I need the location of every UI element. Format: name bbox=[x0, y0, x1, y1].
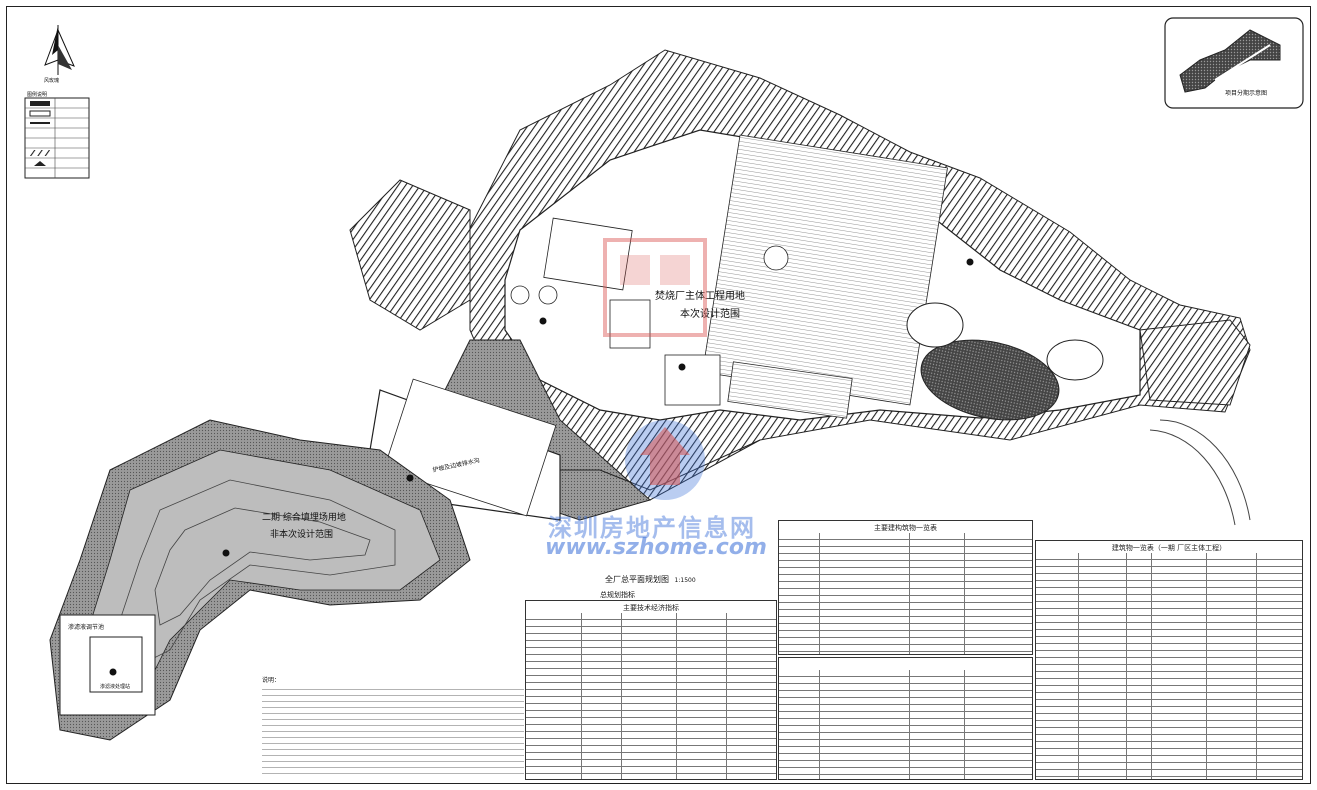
notes-text-block bbox=[262, 684, 524, 774]
structure-table-title: 主要建构筑物一览表 bbox=[874, 524, 937, 532]
legend-title: 图例说明 bbox=[27, 92, 48, 98]
building-table: 建筑物一览表（一期 厂区主体工程） bbox=[1035, 540, 1303, 780]
structure-table-2 bbox=[778, 657, 1033, 780]
north-arrow-icon bbox=[44, 25, 75, 75]
main-table-title: 总规划指标 bbox=[600, 591, 635, 599]
index-table-title: 主要技术经济指标 bbox=[623, 604, 679, 612]
legend-box bbox=[24, 97, 90, 179]
structure-table: 主要建构筑物一览表 bbox=[778, 520, 1033, 655]
notes-title: 说明： bbox=[262, 677, 281, 684]
watermark-blue-logo bbox=[625, 420, 705, 500]
plant-label-2: 本次设计范围 bbox=[680, 309, 740, 320]
store-label: 渗滤液调节池 bbox=[68, 624, 105, 631]
north-label: 风玫瑰 bbox=[44, 78, 60, 84]
drawing-title: 全厂总平面规划图 1:1500 bbox=[605, 574, 696, 585]
drawing-scale: 1:1500 bbox=[674, 577, 696, 584]
drawing-title-text: 全厂总平面规划图 bbox=[605, 575, 669, 584]
index-table: 主要技术经济指标 bbox=[525, 600, 777, 780]
building-table-title: 建筑物一览表（一期 厂区主体工程） bbox=[1111, 544, 1227, 552]
keymap-label: 项目分期示意图 bbox=[1225, 90, 1268, 97]
watermark-cn: 深圳房地产信息网 bbox=[548, 514, 756, 542]
landfill-label-1: 二期 综合填埋场用地 bbox=[262, 513, 346, 523]
pond-large bbox=[920, 339, 1060, 421]
plant-label-1: 焚烧厂主体工程用地 bbox=[655, 291, 745, 302]
watermark-red-logo bbox=[603, 238, 707, 337]
watermark-url: www.szhome.com bbox=[545, 535, 767, 560]
west-buffer bbox=[349, 179, 471, 331]
key-map bbox=[1164, 17, 1304, 109]
landfill-label-2: 非本次设计范围 bbox=[270, 530, 334, 540]
sheet-border bbox=[6, 6, 1311, 784]
store-label-2: 渗滤液处理站 bbox=[100, 684, 131, 690]
